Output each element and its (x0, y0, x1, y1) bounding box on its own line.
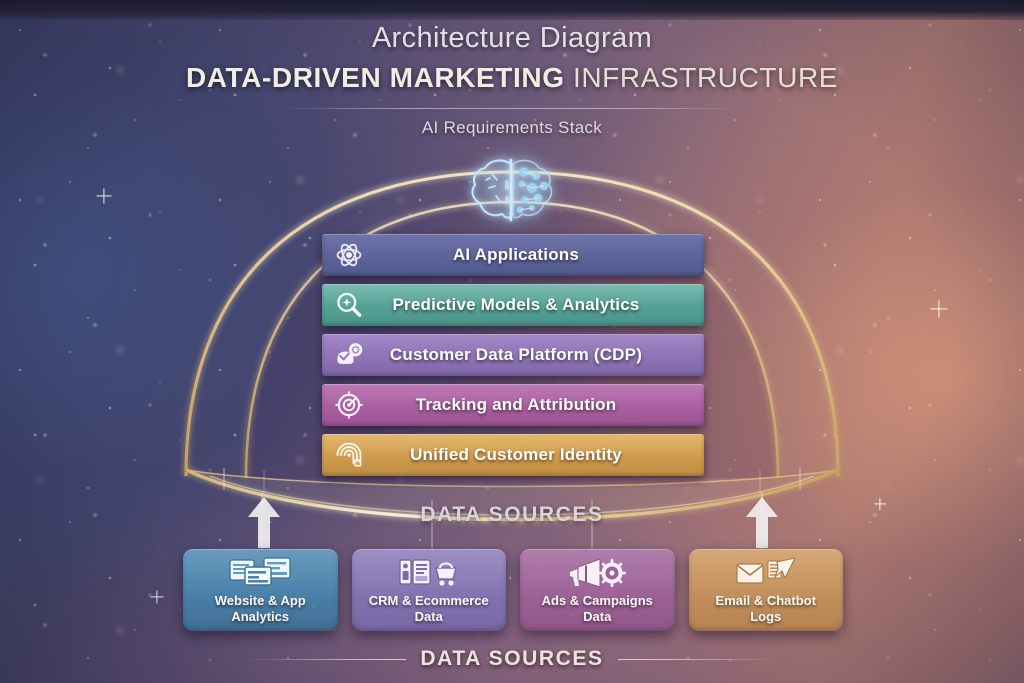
stack-layer-cdp[interactable]: Customer Data Platform (CDP) (322, 334, 704, 376)
stack-layer-unified-identity[interactable]: Unified Customer Identity (322, 434, 704, 476)
source-label-line1: Ads & Campaigns (541, 593, 653, 608)
stack-layer-tracking-attribution[interactable]: Tracking and Attribution (322, 384, 704, 426)
source-box-email-chatbot-logs[interactable]: Email & Chatbot Logs (688, 549, 843, 631)
source-box-ads-campaigns-data[interactable]: Ads & Campaigns Data (520, 549, 675, 631)
source-label-line2: Logs (750, 608, 782, 624)
page-title-light: INFRASTRUCTURE (564, 62, 839, 93)
magnifier-spark-icon (322, 290, 376, 320)
fingerprint-icon (322, 440, 376, 470)
source-box-website-app-analytics[interactable]: Website & App Analytics (183, 549, 338, 631)
stack-layer-label: AI Applications (452, 245, 580, 264)
diagram-eyebrow: Architecture Diagram (371, 22, 653, 54)
header-divider (282, 108, 742, 109)
page-title-bold: DATA-DRIVEN MARKETING (185, 62, 565, 93)
footer-caption-text: DATA SOURCES (420, 647, 604, 670)
atom-icon (322, 240, 376, 270)
stack-layer-label: Tracking and Attribution (415, 395, 617, 414)
footer-caption: DATA SOURCES (0, 647, 1024, 671)
source-label-line2: Data (583, 608, 612, 624)
footer-rule-right (617, 658, 778, 660)
page-subtitle: AI Requirements Stack (421, 118, 603, 137)
stack-layer-label: Customer Data Platform (CDP) (389, 345, 643, 364)
megaphone-gear-icon (566, 555, 628, 591)
source-label-line1: CRM & Ecommerce (368, 593, 489, 608)
data-source-row: Website & App Analytics CRM (183, 549, 843, 631)
source-box-crm-ecommerce-data[interactable]: CRM & Ecommerce Data (351, 549, 506, 631)
ai-brain-icon (460, 145, 564, 233)
footer-rule-left (246, 658, 407, 660)
top-vignette (0, 0, 1024, 20)
envelope-chat-icon (735, 555, 797, 591)
dashboard-screens-icon (229, 555, 291, 591)
stack-layer-predictive-models[interactable]: Predictive Models & Analytics (322, 284, 704, 326)
dome-base-label: DATA SOURCES (420, 503, 604, 526)
source-box-label: CRM & Ecommerce Data (363, 593, 495, 624)
source-box-label: Website & App Analytics (209, 593, 312, 624)
crm-cart-icon (398, 555, 460, 591)
data-hand-gear-icon (322, 340, 376, 370)
stack-layer-label: Predictive Models & Analytics (392, 295, 640, 314)
stack-layer-ai-applications[interactable]: AI Applications (322, 234, 704, 276)
target-radar-icon (322, 390, 376, 420)
source-label-line2: Data (414, 608, 443, 624)
source-box-label: Ads & Campaigns Data (536, 593, 659, 624)
source-label-line2: Analytics (231, 608, 290, 624)
stack-layer-label: Unified Customer Identity (410, 445, 622, 464)
page-title: DATA-DRIVEN MARKETING INFRASTRUCTURE (0, 62, 1024, 94)
requirements-stack: AI Applications Predictive Models & Anal… (322, 234, 704, 484)
source-label-line1: Email & Chatbot (715, 593, 816, 608)
page-header: Architecture Diagram DATA-DRIVEN MARKETI… (0, 22, 1024, 138)
source-box-label: Email & Chatbot Logs (710, 593, 822, 624)
source-label-line1: Website & App (214, 593, 306, 608)
